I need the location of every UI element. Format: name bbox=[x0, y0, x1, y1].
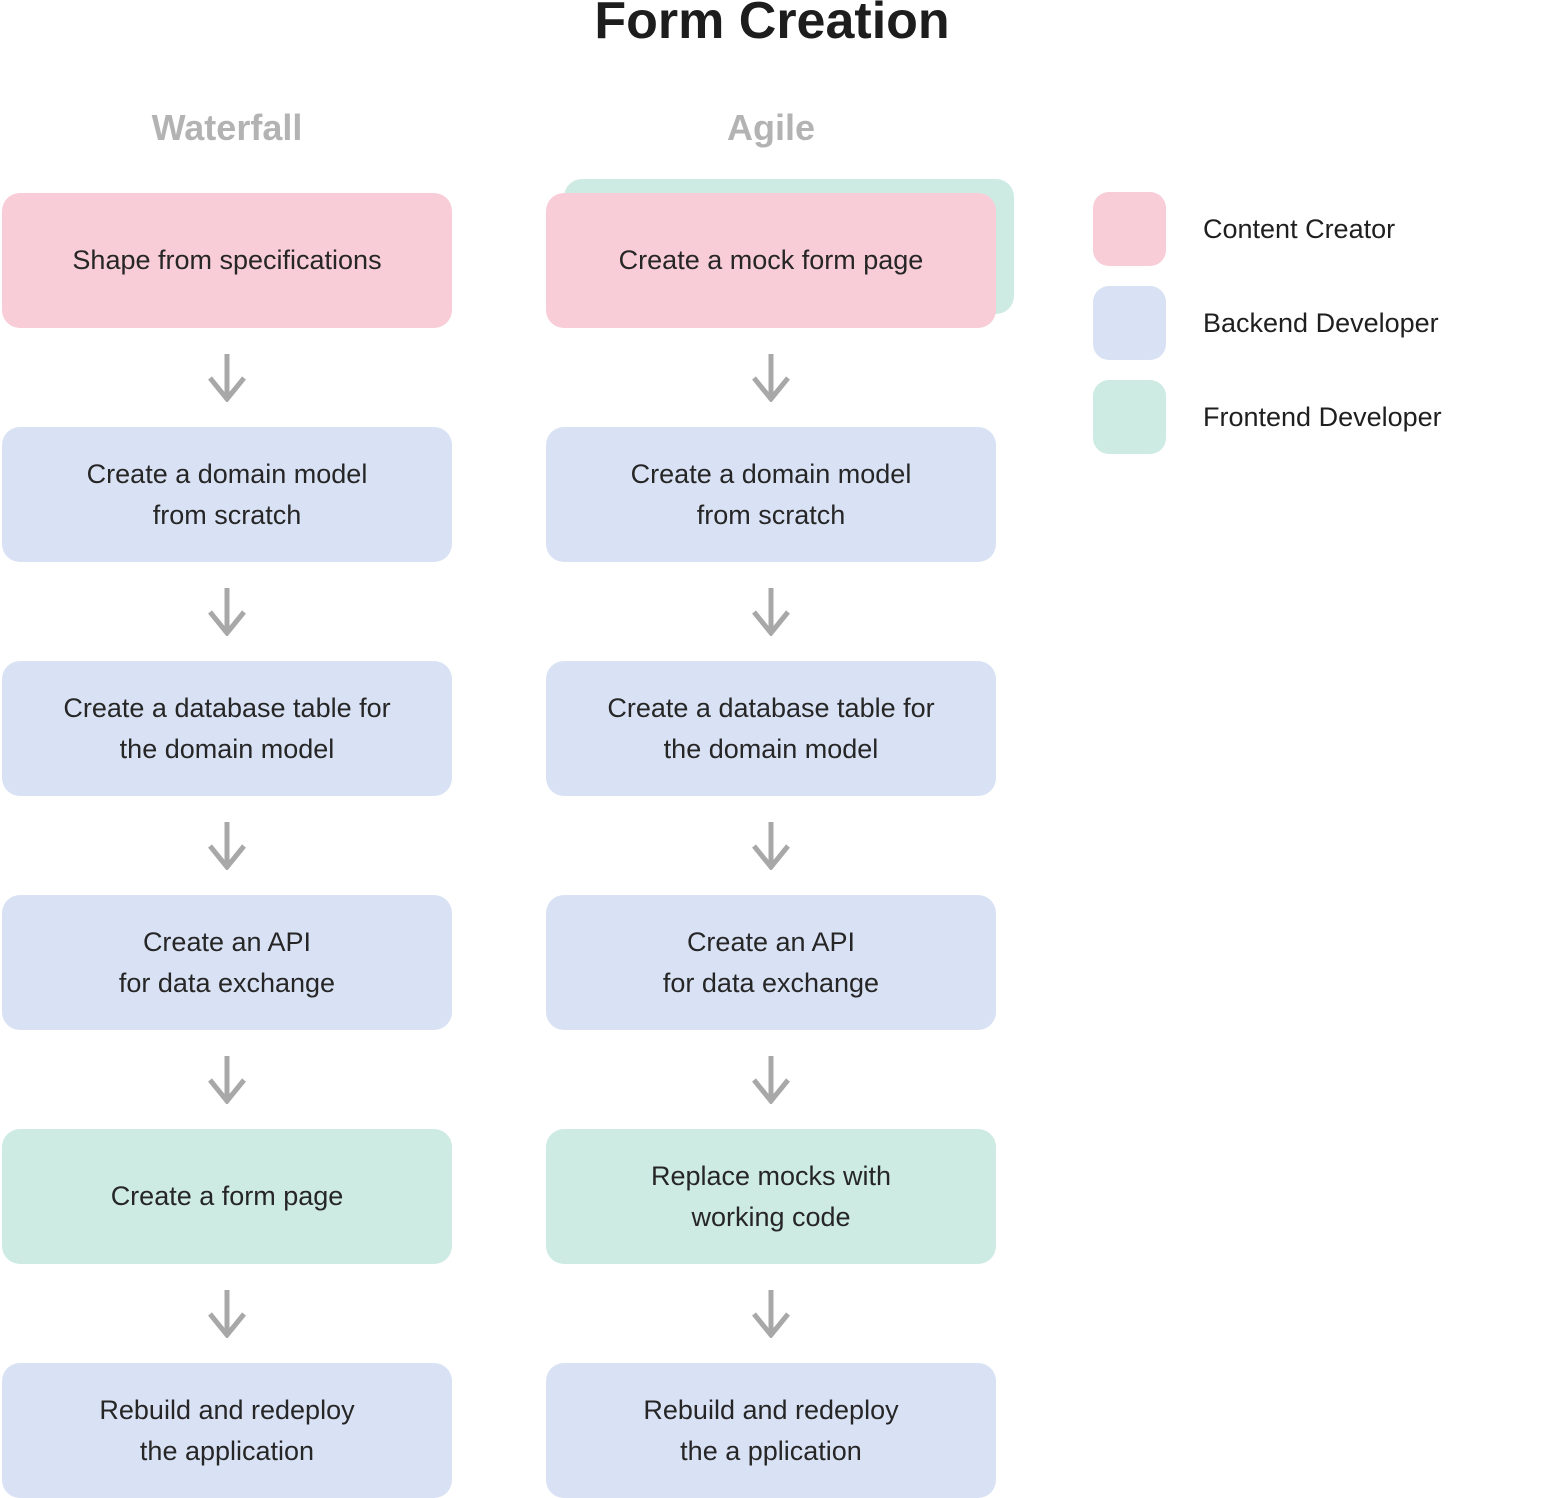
waterfall-step-3-card: Create a database table for the domain mo… bbox=[2, 661, 452, 796]
step-label-line: for data exchange bbox=[118, 967, 336, 998]
agile-step-4: Create an API for data exchange bbox=[546, 895, 996, 1030]
waterfall-flow-arrow-5 bbox=[2, 1264, 452, 1363]
legend-swatch-frontend bbox=[1093, 380, 1166, 454]
waterfall-flow-arrow-4 bbox=[2, 1030, 452, 1129]
legend-label: Backend Developer bbox=[1203, 307, 1439, 338]
agile-flow-arrow-3 bbox=[546, 796, 996, 895]
agile-step-3-card: Create a database table for the domain mo… bbox=[546, 661, 996, 796]
waterfall-flow-arrow-1 bbox=[2, 328, 452, 427]
down-arrow-icon bbox=[752, 821, 790, 870]
down-arrow-icon bbox=[208, 821, 246, 870]
step-label-line: for data exchange bbox=[662, 967, 880, 998]
agile-flow-arrow-4 bbox=[546, 1030, 996, 1129]
agile-step-2: Create a domain model from scratch bbox=[546, 427, 996, 562]
down-arrow-icon bbox=[208, 587, 246, 636]
step-label-line: Create a mock form page bbox=[618, 245, 924, 275]
step-label-line: the a pplication bbox=[680, 1435, 862, 1466]
legend-label: Content Creator bbox=[1203, 213, 1396, 244]
step-label-line: working code bbox=[691, 1201, 851, 1232]
column-header-agile: Agile bbox=[726, 107, 815, 148]
legend-item-content-creator: Content Creator bbox=[1093, 192, 1442, 266]
waterfall-step-6: Rebuild and redeploy the application bbox=[2, 1363, 452, 1498]
step-label-line: from scratch bbox=[152, 499, 302, 530]
step-label-line: Rebuild and redeploy bbox=[99, 1394, 355, 1425]
agile-step-1-card: Create a mock form page bbox=[546, 193, 996, 328]
step-label-line: Create a form page bbox=[110, 1181, 344, 1211]
step-label-line: Rebuild and redeploy bbox=[643, 1394, 899, 1425]
step-label-line: Create a domain model bbox=[86, 458, 368, 489]
step-label-line: Create a domain model bbox=[630, 458, 912, 489]
column-header-waterfall: Waterfall bbox=[151, 107, 303, 148]
step-label-line: Create an API bbox=[142, 926, 312, 957]
down-arrow-icon bbox=[752, 353, 790, 402]
waterfall-step-2: Create a domain model from scratch bbox=[2, 427, 452, 562]
down-arrow-icon bbox=[752, 1055, 790, 1104]
legend-swatch-content-creator bbox=[1093, 192, 1166, 266]
agile-step-5: Replace mocks with working code bbox=[546, 1129, 996, 1264]
waterfall-step-1-card: Shape from specifications bbox=[2, 193, 452, 328]
agile-step-6-card: Rebuild and redeploy the a pplication bbox=[546, 1363, 996, 1498]
step-label-line: from scratch bbox=[696, 499, 846, 530]
agile-flow-arrow-5 bbox=[546, 1264, 996, 1363]
down-arrow-icon bbox=[208, 1055, 246, 1104]
agile-step-6: Rebuild and redeploy the a pplication bbox=[546, 1363, 996, 1498]
legend-swatch-backend bbox=[1093, 286, 1166, 360]
waterfall-step-5: Create a form page bbox=[2, 1129, 452, 1264]
waterfall-step-3: Create a database table for the domain mo… bbox=[2, 661, 452, 796]
agile-flow-arrow-1 bbox=[546, 328, 996, 427]
step-label-line: the domain model bbox=[663, 733, 879, 764]
waterfall-flow-arrow-2 bbox=[2, 562, 452, 661]
legend-item-frontend: Frontend Developer bbox=[1093, 380, 1442, 454]
down-arrow-icon bbox=[752, 587, 790, 636]
step-label-line: the domain model bbox=[119, 733, 335, 764]
step-label-line: Create a database table for bbox=[607, 692, 935, 723]
step-label-line: Replace mocks with bbox=[650, 1160, 892, 1191]
agile-step-2-card: Create a domain model from scratch bbox=[546, 427, 996, 562]
step-label-line: the application bbox=[139, 1435, 315, 1466]
step-label-line: Create a database table for bbox=[63, 692, 391, 723]
agile-flow-arrow-2 bbox=[546, 562, 996, 661]
step-label-line: Create an API bbox=[686, 926, 856, 957]
waterfall-step-1: Shape from specifications bbox=[2, 193, 452, 328]
waterfall-step-6-card: Rebuild and redeploy the application bbox=[2, 1363, 452, 1498]
agile-step-4-card: Create an API for data exchange bbox=[546, 895, 996, 1030]
waterfall-flow-arrow-3 bbox=[2, 796, 452, 895]
waterfall-step-4-card: Create an API for data exchange bbox=[2, 895, 452, 1030]
down-arrow-icon bbox=[752, 1289, 790, 1338]
waterfall-step-4: Create an API for data exchange bbox=[2, 895, 452, 1030]
step-label-line: Shape from specifications bbox=[72, 245, 382, 275]
agile-step-3: Create a database table for the domain mo… bbox=[546, 661, 996, 796]
diagram-title: Form Creation bbox=[594, 0, 950, 50]
agile-step-5-card: Replace mocks with working code bbox=[546, 1129, 996, 1264]
down-arrow-icon bbox=[208, 1289, 246, 1338]
legend-item-backend: Backend Developer bbox=[1093, 286, 1442, 360]
agile-step-1: Create a mock form page bbox=[546, 179, 1014, 328]
waterfall-step-5-card: Create a form page bbox=[2, 1129, 452, 1264]
legend-label: Frontend Developer bbox=[1203, 401, 1442, 432]
waterfall-step-2-card: Create a domain model from scratch bbox=[2, 427, 452, 562]
down-arrow-icon bbox=[208, 353, 246, 402]
